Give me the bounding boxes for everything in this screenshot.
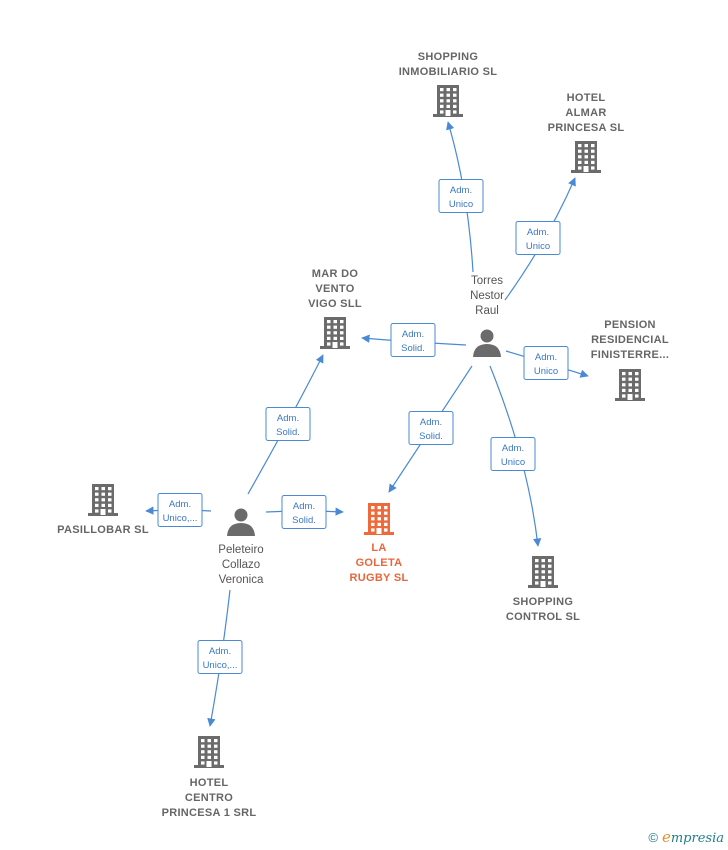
building-icon bbox=[364, 503, 394, 535]
company-name: SHOPPING bbox=[418, 51, 478, 63]
edge-label-text: Adm. bbox=[277, 413, 299, 424]
brand-footer: ©empresia bbox=[648, 828, 724, 846]
node-shopping-control[interactable]: SHOPPING CONTROL SL bbox=[506, 556, 580, 623]
edge-label-box bbox=[438, 179, 484, 213]
company-name: MAR DO bbox=[312, 268, 359, 280]
company-name: PENSION bbox=[604, 319, 656, 331]
edge-label-text: Unico,... bbox=[163, 513, 198, 524]
edge-label-text: Unico,... bbox=[203, 660, 238, 671]
company-name: RUGBY SL bbox=[349, 572, 408, 584]
edge-label-box bbox=[390, 323, 436, 357]
company-name: LA bbox=[371, 542, 386, 554]
edge-label[interactable]: Adm. Solid. bbox=[281, 495, 327, 529]
building-icon bbox=[194, 736, 224, 768]
edge-label[interactable]: Adm. Unico,... bbox=[157, 493, 203, 527]
copyright-symbol: © bbox=[648, 830, 658, 845]
node-pasillobar[interactable]: PASILLOBAR SL bbox=[57, 484, 149, 536]
edge-label-box bbox=[490, 437, 536, 471]
company-name: GOLETA bbox=[356, 557, 403, 569]
edge-label-box bbox=[523, 346, 569, 380]
edge-label-text: Unico bbox=[501, 457, 525, 468]
person-icon bbox=[227, 508, 255, 536]
edge-label-text: Adm. bbox=[502, 443, 524, 454]
edge-label-box bbox=[281, 495, 327, 529]
edge-label-text: Adm. bbox=[402, 329, 424, 340]
person-name: Raul bbox=[475, 305, 499, 317]
edge-label-text: Adm. bbox=[169, 499, 191, 510]
edge-label-box bbox=[197, 640, 243, 674]
company-name: VIGO SLL bbox=[308, 298, 362, 310]
edge-label-text: Adm. bbox=[293, 501, 315, 512]
company-name: PRINCESA 1 SRL bbox=[162, 807, 257, 819]
edge-label-text: Unico bbox=[534, 366, 558, 377]
edge-label-text: Solid. bbox=[292, 515, 316, 526]
company-name: HOTEL bbox=[567, 92, 606, 104]
edge-label-text: Unico bbox=[526, 241, 550, 252]
company-name: VENTO bbox=[315, 283, 354, 295]
edge-label-box bbox=[515, 221, 561, 255]
company-name: HOTEL bbox=[190, 777, 229, 789]
person-name: Nestor bbox=[470, 290, 504, 302]
brand-logo-text: mpresia bbox=[670, 831, 724, 846]
edge-label[interactable]: Adm. Unico bbox=[515, 221, 561, 255]
person-icon bbox=[473, 329, 501, 357]
edge-label-text: Unico bbox=[449, 199, 473, 210]
company-name: ALMAR bbox=[565, 107, 606, 119]
edge-label-text: Adm. bbox=[450, 185, 472, 196]
brand-logo-initial: e bbox=[661, 828, 671, 846]
person-name: Peleteiro bbox=[218, 544, 263, 556]
company-name: FINISTERRE... bbox=[591, 349, 669, 361]
node-pension[interactable]: PENSION RESIDENCIAL FINISTERRE... bbox=[591, 319, 669, 401]
building-icon bbox=[433, 85, 463, 117]
company-name: SHOPPING bbox=[513, 596, 573, 608]
edge-label-text: Solid. bbox=[401, 343, 425, 354]
building-icon bbox=[528, 556, 558, 588]
edge-label[interactable]: Adm. Unico bbox=[438, 179, 484, 213]
company-name: PASILLOBAR SL bbox=[57, 524, 149, 536]
node-shopping-inmobiliario[interactable]: SHOPPING INMOBILIARIO SL bbox=[399, 51, 498, 117]
edge-label-box bbox=[408, 411, 454, 445]
building-icon bbox=[320, 317, 350, 349]
edge-label-text: Adm. bbox=[420, 417, 442, 428]
edge-label-text: Solid. bbox=[276, 427, 300, 438]
edge-label[interactable]: Adm. Solid. bbox=[265, 407, 311, 441]
building-icon bbox=[615, 369, 645, 401]
edge-label[interactable]: Adm. Unico,... bbox=[197, 640, 243, 674]
edge-label[interactable]: Adm. Solid. bbox=[390, 323, 436, 357]
building-icon bbox=[571, 141, 601, 173]
person-name: Veronica bbox=[219, 574, 264, 586]
edge-label-text: Adm. bbox=[535, 352, 557, 363]
company-name: CENTRO bbox=[185, 792, 233, 804]
company-name: RESIDENCIAL bbox=[591, 334, 669, 346]
person-name: Torres bbox=[471, 275, 503, 287]
edge-label[interactable]: Adm. Unico bbox=[523, 346, 569, 380]
company-name: CONTROL SL bbox=[506, 611, 580, 623]
node-mar-do-vento[interactable]: MAR DO VENTO VIGO SLL bbox=[308, 268, 362, 349]
edge-label-box bbox=[157, 493, 203, 527]
node-hotel-centro[interactable]: HOTEL CENTRO PRINCESA 1 SRL bbox=[162, 736, 257, 819]
edge-label-text: Adm. bbox=[527, 227, 549, 238]
company-name: INMOBILIARIO SL bbox=[399, 66, 498, 78]
person-name: Collazo bbox=[222, 559, 260, 571]
node-hotel-almar[interactable]: HOTEL ALMAR PRINCESA SL bbox=[548, 92, 625, 173]
edge-label[interactable]: Adm. Solid. bbox=[408, 411, 454, 445]
node-la-goleta[interactable]: LA GOLETA RUGBY SL bbox=[349, 503, 408, 584]
edge-label-text: Adm. bbox=[209, 646, 231, 657]
edge-label-box bbox=[265, 407, 311, 441]
company-name: PRINCESA SL bbox=[548, 122, 625, 134]
edge-label-text: Solid. bbox=[419, 431, 443, 442]
building-icon bbox=[88, 484, 118, 516]
edge-label[interactable]: Adm. Unico bbox=[490, 437, 536, 471]
